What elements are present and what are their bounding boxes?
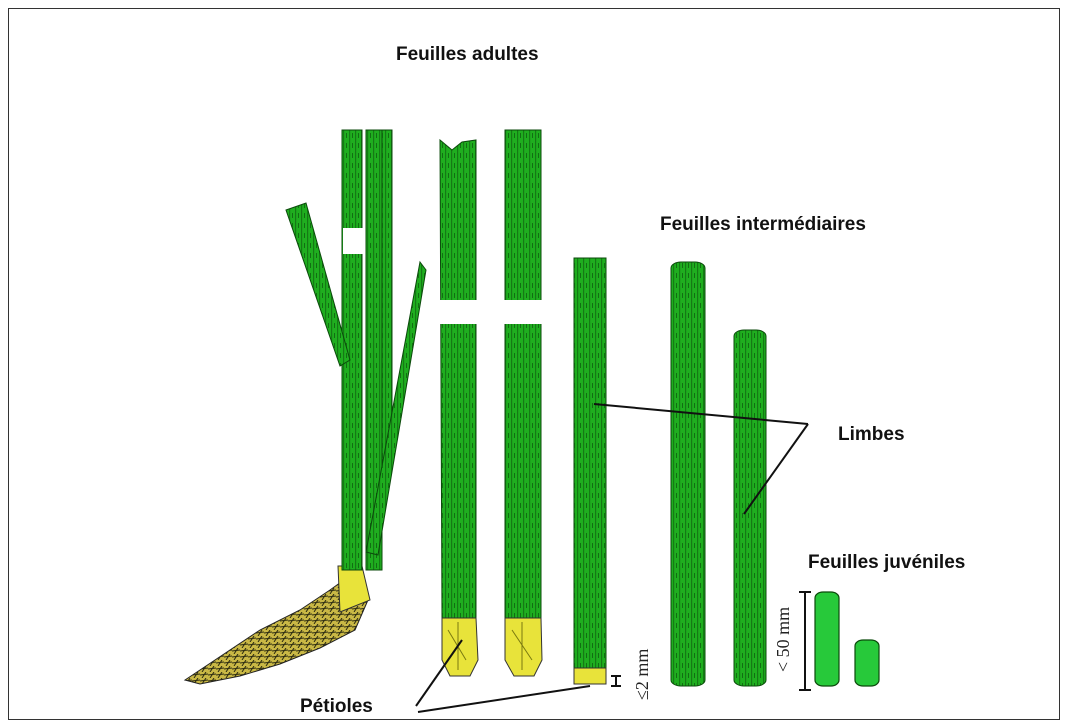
- limbes-label: Limbes: [838, 424, 905, 446]
- adult-leaf-1-blade: [440, 140, 476, 618]
- juvenile-length-measure: < 50 mm: [773, 607, 794, 672]
- intermediate-leaves: [574, 258, 766, 686]
- adult-leaf-1-petiole: [442, 618, 478, 676]
- adult-leaf-2-blade: [505, 130, 541, 618]
- intermediate-leaf-1-petiole: [574, 668, 606, 684]
- whole-plant: [185, 130, 426, 684]
- adult-leaves-label: Feuilles adultes: [396, 44, 539, 66]
- juvenile-leaf-2: [855, 640, 879, 686]
- plant-side-leaf: [286, 203, 350, 366]
- juvenile-leaves: [815, 592, 879, 686]
- intermediate-leaf-2: [671, 262, 705, 686]
- adult-leaf-1-cut: [440, 300, 477, 324]
- intermediate-leaf-3: [734, 330, 766, 686]
- plant-cut-mark: [343, 228, 363, 254]
- juvenile-leaves-label: Feuilles juvéniles: [808, 552, 965, 574]
- adult-leaf-2-cut: [504, 300, 542, 324]
- intermediate-leaves-label: Feuilles intermédiaires: [660, 214, 866, 236]
- scale-bar-50mm: [799, 592, 811, 690]
- adult-leaf-1: [440, 140, 478, 676]
- scale-bar-2mm: [611, 676, 621, 686]
- petioles-leader-2: [418, 686, 590, 712]
- adult-leaf-2: [504, 130, 542, 676]
- intermediate-leaf-1-blade: [574, 258, 606, 668]
- juvenile-leaf-1: [815, 592, 839, 686]
- plant-stem-3: [382, 130, 392, 460]
- petiole-length-measure: ≤2 mm: [632, 649, 653, 700]
- petioles-label: Pétioles: [300, 696, 373, 718]
